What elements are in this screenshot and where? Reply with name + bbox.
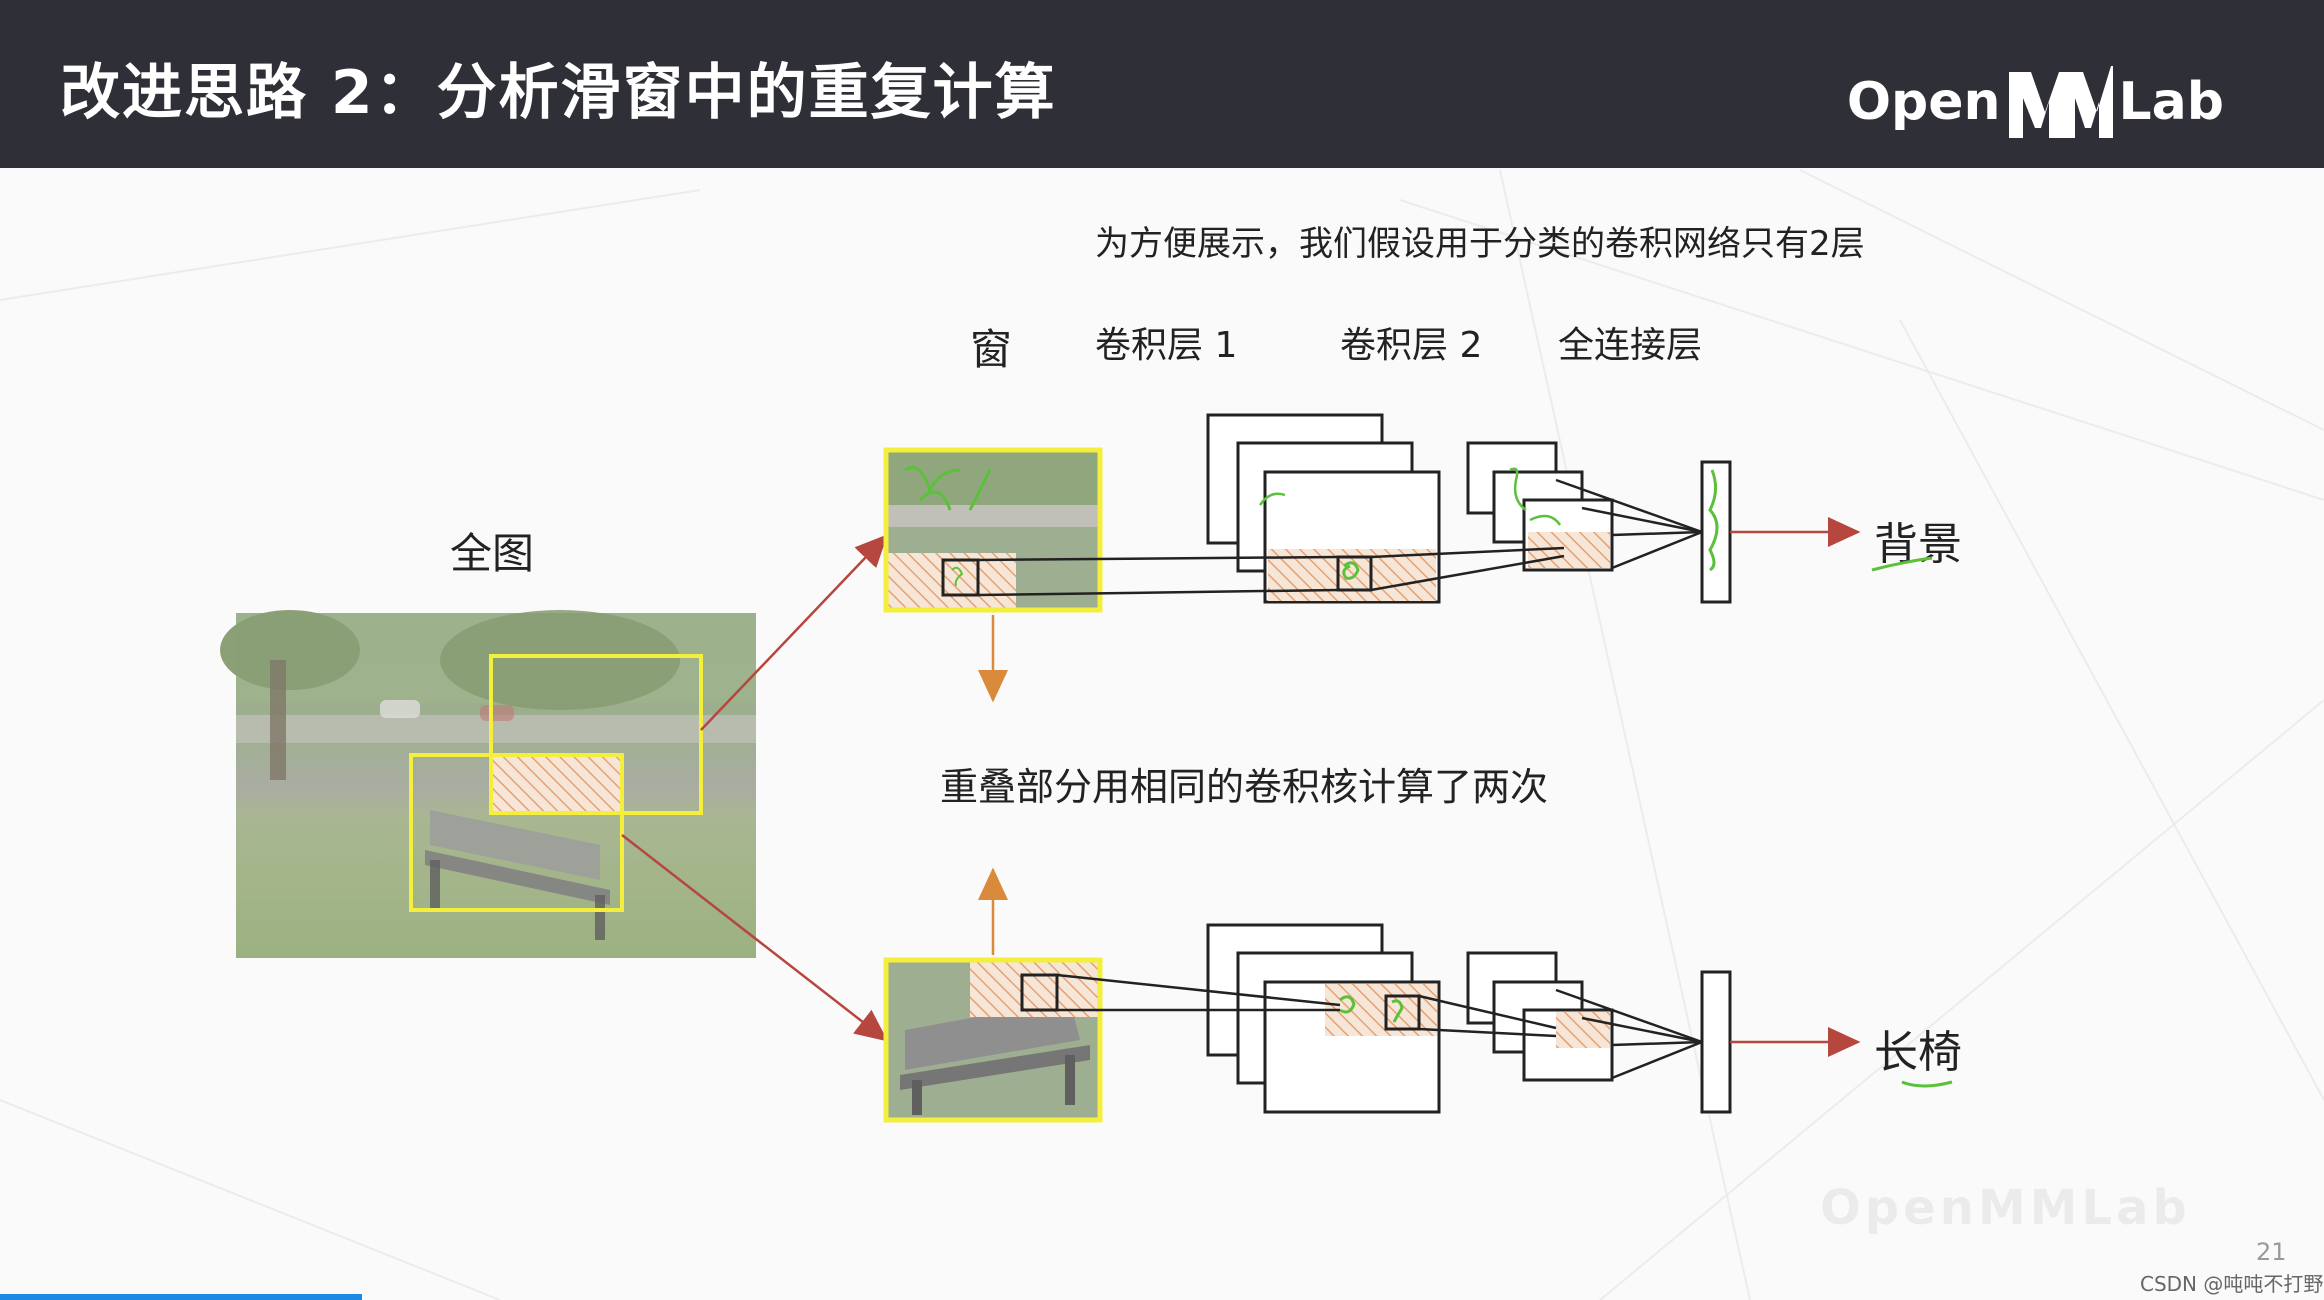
green-underline <box>1901 1080 1953 1088</box>
assumption-note: 为方便展示，我们假设用于分类的卷积网络只有2层 <box>1095 224 1865 264</box>
column-label-fc: 全连接层 <box>1558 325 1703 366</box>
video-progress-bar[interactable] <box>0 1294 362 1300</box>
overlap-region <box>492 755 622 813</box>
output-label-bench: 长椅 <box>1874 1027 1962 1078</box>
logo-text-open: Open <box>1846 72 2001 132</box>
window-crop-top <box>883 447 1103 613</box>
full-image-label: 全图 <box>450 529 535 578</box>
arrow-to-window-bottom <box>621 834 888 1042</box>
green-scribble <box>1339 995 1404 1023</box>
column-label-conv1: 卷积层 1 <box>1095 325 1238 366</box>
arrow-to-window-top <box>700 534 888 731</box>
green-scribble <box>1258 467 1562 526</box>
slide-title: 改进思路 2：分析滑窗中的重复计算 <box>60 58 1057 128</box>
conv1-kernel-bottom <box>1384 994 1421 1031</box>
openmmlab-logo: Open Lab <box>1847 62 2224 142</box>
header-bar: 改进思路 2：分析滑窗中的重复计算 Open Lab <box>0 0 2324 168</box>
projection-lines-top <box>977 478 1703 597</box>
logo-text-lab: Lab <box>2118 72 2224 132</box>
green-scribble <box>1342 561 1360 580</box>
column-label-conv2: 卷积层 2 <box>1340 325 1483 366</box>
network-bottom <box>1206 923 1732 1114</box>
green-underline <box>1871 556 1933 572</box>
window-frame-1 <box>489 654 703 815</box>
page-number: 21 <box>2256 1238 2287 1266</box>
logo-mm-icon <box>2008 66 2113 138</box>
overlap-text: 重叠部分用相同的卷积核计算了两次 <box>940 765 1549 809</box>
watermark: OpenMMLab <box>1820 1180 2191 1236</box>
green-scribble <box>1708 469 1719 572</box>
csdn-credit: CSDN @吨吨不打野 <box>2140 1272 2324 1296</box>
window-crop-bottom <box>883 957 1103 1123</box>
conv1-kernel-top <box>1336 555 1373 592</box>
window-frame-2 <box>409 753 624 912</box>
full-image <box>220 610 756 958</box>
column-label-window: 窗 <box>970 325 1013 374</box>
projection-lines-bottom <box>1056 973 1703 1080</box>
